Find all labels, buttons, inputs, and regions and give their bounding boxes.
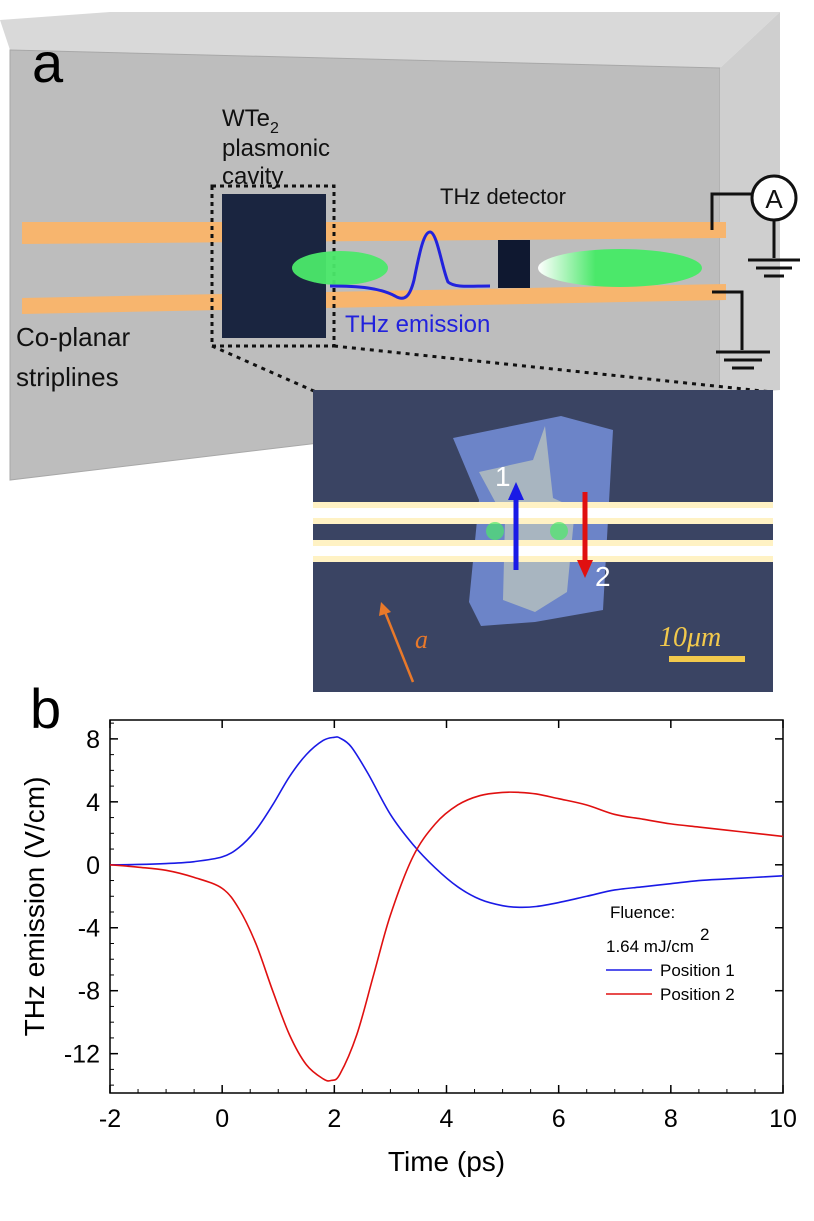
x-axis-title: Time (ps)	[388, 1146, 505, 1177]
ammeter-symbol: A	[765, 184, 783, 214]
legend-title-line2: 1.64 mJ/cm	[606, 937, 694, 956]
substrate-top-face	[0, 12, 780, 68]
y-tick-label: -12	[64, 1041, 100, 1069]
inset-spot-right	[550, 522, 568, 540]
ammeter-wire	[710, 192, 752, 230]
cavity-label-line1: WTe2	[222, 105, 279, 137]
x-tick-label: 6	[552, 1105, 566, 1133]
inset-top-stripline-core	[313, 508, 773, 518]
y-tick-label: 8	[86, 726, 100, 754]
zoom-line-right	[333, 344, 773, 394]
y-tick-label: -4	[78, 915, 100, 943]
plot-frame	[109, 719, 784, 1094]
bottom-stripline	[22, 284, 726, 314]
marker-position-2: 2	[595, 561, 611, 592]
crystal-axis-label: a	[415, 625, 428, 654]
x-tick-label: 10	[769, 1105, 797, 1133]
panel-b-letter: b	[30, 680, 61, 740]
thz-pulse-curve	[329, 230, 491, 300]
scale-bar	[669, 656, 745, 662]
y-tick-label: 0	[86, 852, 100, 880]
inset-bottom-stripline-core	[313, 546, 773, 556]
arrow-position-1-head	[508, 482, 524, 500]
micrograph-inset: 1 2 a 10μm	[313, 390, 773, 692]
zoom-line-left	[211, 344, 317, 394]
series-line-position-1	[109, 736, 784, 909]
legend-label-position-2: Position 2	[660, 985, 735, 1004]
ammeter-ground-icon	[748, 258, 800, 278]
arrow-position-2-head	[577, 560, 593, 578]
panel-a-letter: a	[32, 31, 64, 94]
x-tick-label: 0	[215, 1105, 229, 1133]
series-line-position-2	[109, 791, 784, 1082]
emission-label: THz emission	[345, 311, 490, 338]
legend-title-sup: 2	[700, 925, 709, 944]
x-tick-label: 8	[664, 1105, 678, 1133]
detector-label: THz detector	[440, 184, 566, 209]
cavity-label-line3: cavity	[222, 163, 283, 190]
y-tick-label: 4	[86, 789, 100, 817]
emission-spot	[292, 251, 388, 285]
crystal-axis-arrow-head	[379, 602, 391, 616]
x-tick-label: 2	[327, 1105, 341, 1133]
crystal-axis-arrow	[383, 611, 415, 683]
marker-position-1: 1	[495, 461, 511, 492]
legend-label-position-1: Position 1	[660, 961, 735, 980]
ground-icon	[716, 350, 770, 370]
substrate-right-face	[720, 12, 780, 395]
legend-title-line1: Fluence:	[610, 903, 675, 922]
thz-detector	[498, 240, 530, 288]
stripline-label-line1: Co-planar	[16, 322, 131, 352]
stripline-label-line2: striplines	[16, 362, 119, 392]
detector-spot	[538, 249, 702, 287]
ground-wire	[712, 290, 744, 350]
y-tick-label: -8	[78, 978, 100, 1006]
x-tick-label: 4	[440, 1105, 454, 1133]
scale-bar-label: 10μm	[659, 622, 721, 653]
inset-spot-left	[486, 522, 504, 540]
top-stripline	[22, 222, 726, 244]
x-tick-label: -2	[99, 1105, 121, 1133]
cavity-label-line2: plasmonic	[222, 135, 330, 162]
y-axis-title: THz emission (V/cm)	[19, 777, 50, 1037]
